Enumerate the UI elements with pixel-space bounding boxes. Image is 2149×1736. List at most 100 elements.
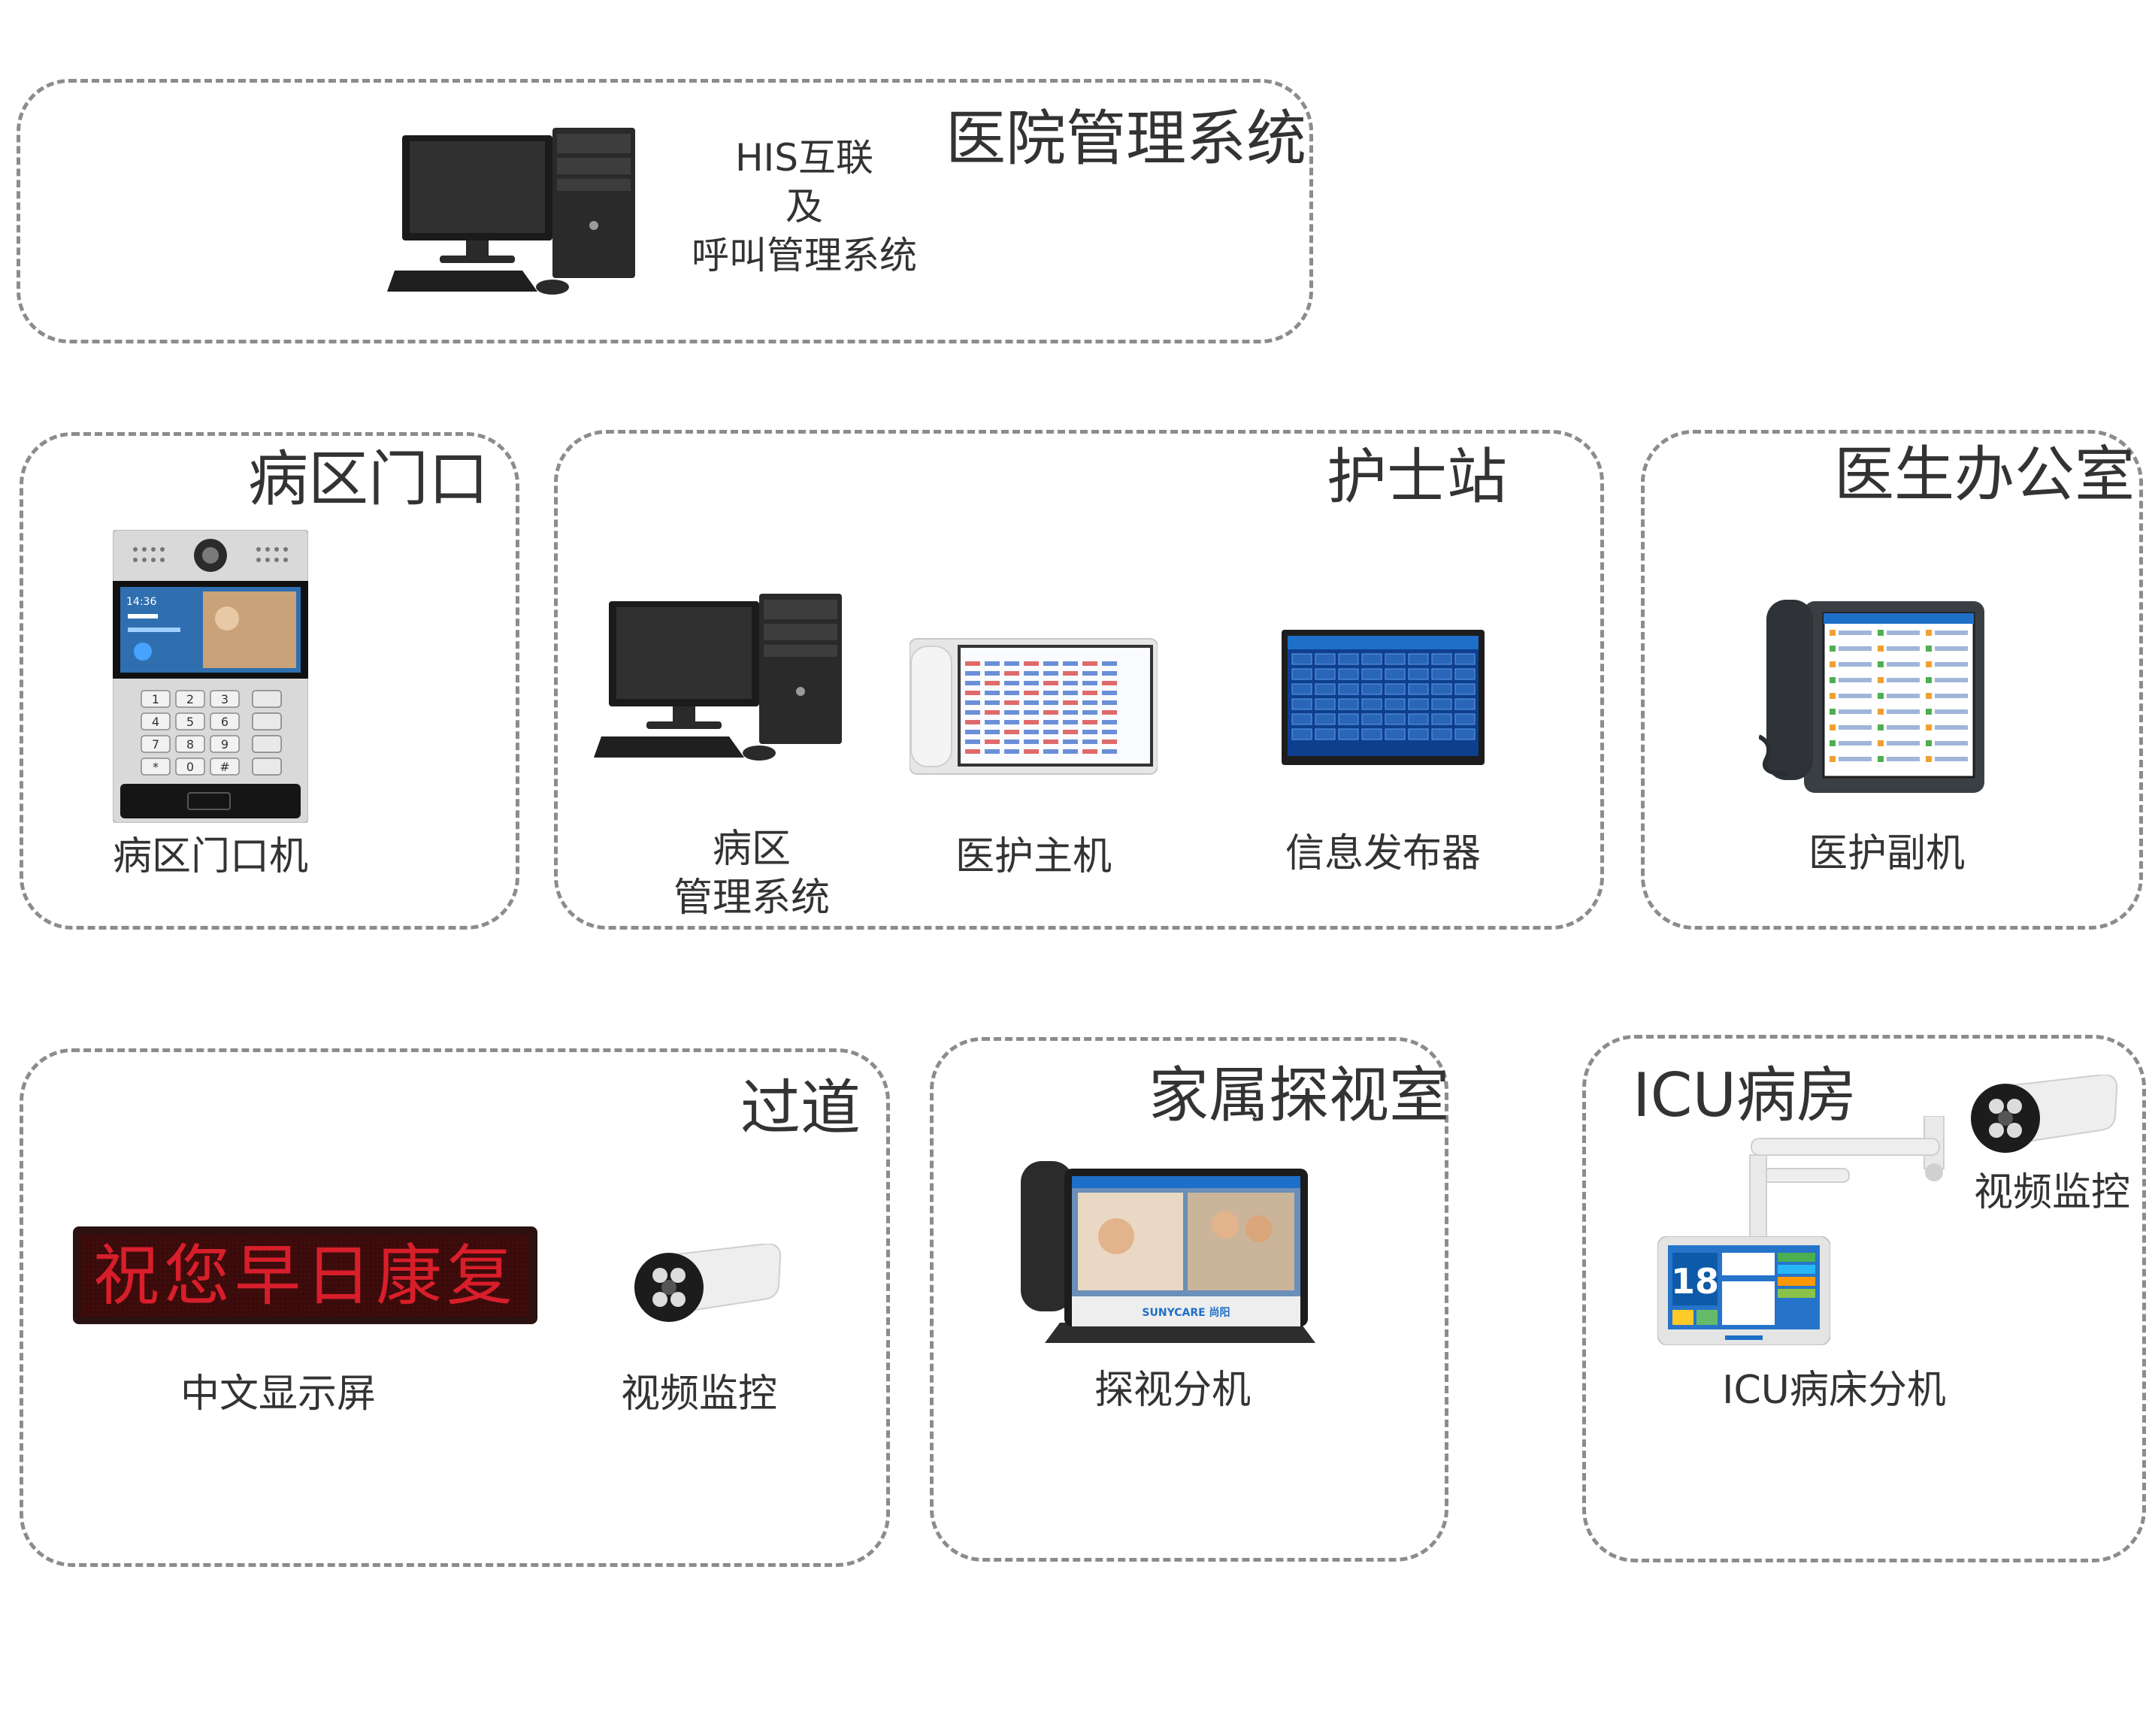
info-grid-cell [1385, 698, 1406, 710]
phone-grid-line [1887, 709, 1920, 714]
host-grid-cell [985, 730, 1000, 734]
host-grid-cell [1082, 710, 1097, 715]
info-grid-cell [1431, 728, 1452, 740]
host-grid-cell [1004, 720, 1019, 724]
keypad-key [141, 712, 171, 730]
phone-grid-dot [1878, 677, 1884, 683]
info-grid-cell [1361, 713, 1382, 725]
info-grid-cell [1361, 698, 1382, 710]
phone-grid-dot [1926, 646, 1932, 652]
phone-grid-dot [1878, 740, 1884, 746]
host-grid-cell [1043, 739, 1058, 744]
info-grid-cell [1408, 683, 1429, 695]
ward-management-line2: 管理系统 [673, 876, 830, 921]
info-grid-cell [1408, 728, 1429, 740]
info-grid-cell [1454, 728, 1476, 740]
host-screen-grid [965, 661, 1117, 754]
host-grid-cell [1024, 700, 1039, 705]
ward-entrance-device-label: 病区门口机 [112, 834, 308, 879]
host-grid-cell [1024, 681, 1039, 685]
phone-grid-dot [1878, 693, 1884, 699]
info-grid-cell [1291, 713, 1312, 725]
host-grid-cell [1102, 710, 1117, 715]
host-grid-cell [1004, 681, 1019, 685]
keypad-key-label: 3 [221, 692, 229, 706]
zone-corridor [20, 1048, 890, 1567]
hospital-system-label: HIS互联 及 呼叫管理系统 [676, 134, 932, 280]
host-grid-cell [1043, 671, 1058, 676]
phone-grid-dot [1830, 646, 1836, 652]
info-grid-cell [1291, 668, 1312, 680]
zone-ward-entrance [20, 432, 519, 930]
phone-grid-dot [1926, 677, 1932, 683]
host-grid-cell [1063, 681, 1078, 685]
host-grid-cell [1102, 700, 1117, 705]
host-grid-cell [1024, 739, 1039, 744]
phone-grid-line [1839, 709, 1872, 714]
phone-grid-line [1935, 646, 1968, 651]
info-grid-cell [1385, 653, 1406, 665]
keypad-key-label: 7 [152, 737, 159, 752]
host-grid-cell [1043, 700, 1058, 705]
host-grid-cell [1043, 691, 1058, 695]
info-grid-cell [1408, 653, 1429, 665]
host-grid-cell [985, 700, 1000, 705]
keypad-key-label: # [219, 760, 229, 774]
phone-grid-dot [1878, 724, 1884, 730]
phone-grid-dot [1878, 756, 1884, 762]
info-grid-cell [1385, 728, 1406, 740]
info-grid-cell [1385, 683, 1406, 695]
phone-grid-dot [1878, 661, 1884, 667]
info-grid-cell [1454, 683, 1476, 695]
info-grid-cell [1361, 728, 1382, 740]
host-grid-cell [1004, 671, 1019, 676]
keypad-key-label: 4 [152, 715, 159, 729]
host-grid-cell [965, 720, 980, 724]
desktop-computer-icon [387, 120, 643, 301]
phone-grid-line [1839, 725, 1872, 730]
keypad-key [210, 758, 240, 776]
info-grid-cell [1385, 668, 1406, 680]
desktop-computer-icon [594, 586, 849, 767]
phone-grid-line [1887, 646, 1920, 651]
info-grid-cell [1338, 728, 1359, 740]
host-grid-cell [1043, 749, 1058, 754]
nurse-host-icon [910, 631, 1158, 782]
host-grid-cell [965, 691, 980, 695]
host-grid-cell [965, 739, 980, 744]
hospital-label-line2: 及 [785, 185, 823, 228]
keypad-key-label: 5 [186, 715, 194, 729]
host-grid-cell [1024, 661, 1039, 666]
host-grid-cell [965, 710, 980, 715]
info-grid-cell [1361, 668, 1382, 680]
phone-grid-line [1839, 662, 1872, 667]
phone-grid-line [1839, 757, 1872, 761]
keypad-key [175, 712, 205, 730]
host-grid-cell [1082, 671, 1097, 676]
host-grid-cell [985, 691, 1000, 695]
phone-grid-line [1839, 631, 1872, 635]
info-grid-cell [1315, 683, 1336, 695]
host-grid-cell [1063, 700, 1078, 705]
host-grid-cell [965, 749, 980, 754]
zone-title-hospital: 医院管理系统 [946, 104, 1306, 174]
host-grid-cell [1102, 739, 1117, 744]
phone-grid-dot [1926, 693, 1932, 699]
host-grid-cell [1082, 691, 1097, 695]
phone-screen-grid [1830, 630, 1968, 762]
phone-grid-dot [1830, 630, 1836, 636]
phone-grid-dot [1926, 630, 1932, 636]
host-grid-cell [1063, 661, 1078, 666]
host-grid-cell [1082, 739, 1097, 744]
zone-title-corridor: 过道 [740, 1073, 861, 1143]
host-grid-cell [1024, 730, 1039, 734]
zone-title-family-room: 家属探视室 [1149, 1060, 1449, 1130]
info-grid-cell [1338, 668, 1359, 680]
icu-device-label: ICU病床分机 [1722, 1368, 1946, 1413]
bullet-camera-icon [631, 1244, 782, 1326]
host-grid-cell [1102, 661, 1117, 666]
host-grid-cell [1043, 730, 1058, 734]
host-grid-cell [1024, 671, 1039, 676]
host-grid-cell [985, 710, 1000, 715]
